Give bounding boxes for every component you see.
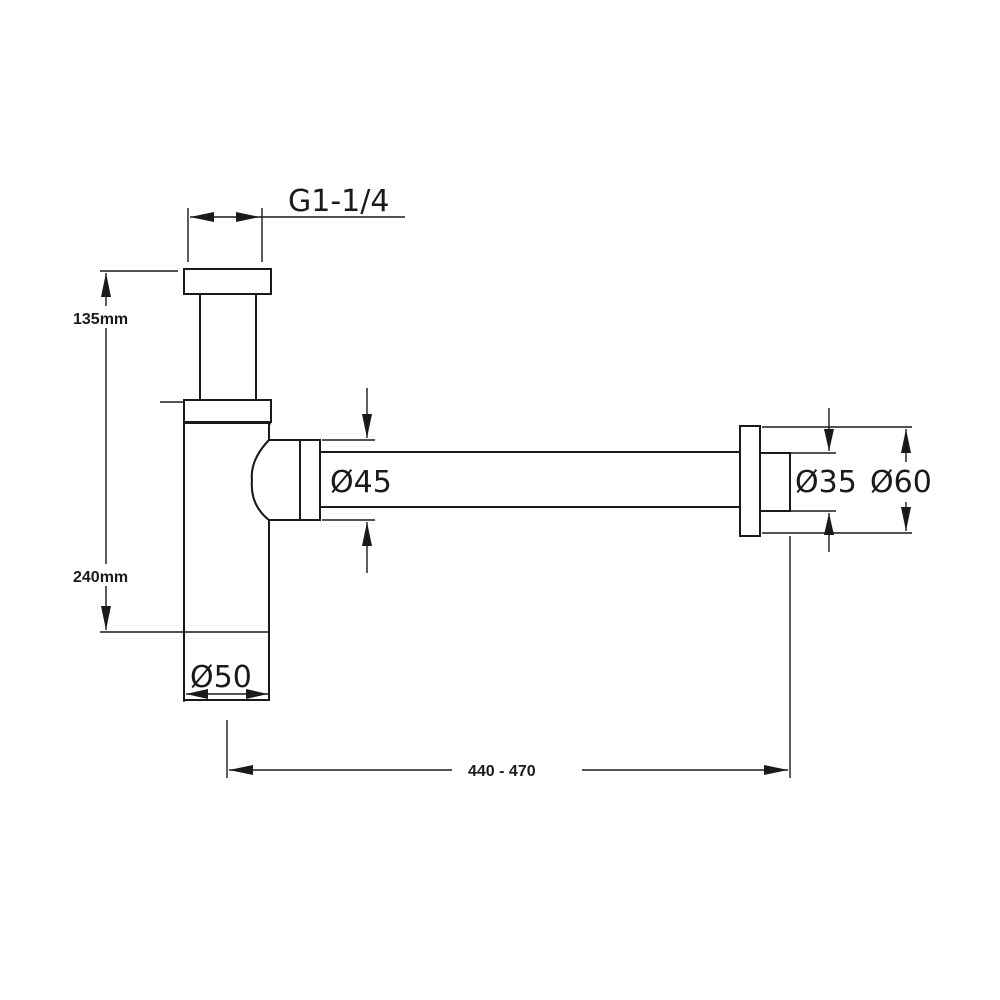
pipe-dia-arrow-top [362, 414, 372, 438]
height-arrow-bottom [101, 606, 111, 630]
outlet-sleeve [759, 452, 791, 512]
body-collar [183, 399, 272, 423]
horizontal-pipe [319, 451, 741, 508]
length-dimension: 440 - 470 [226, 536, 791, 780]
outlet-label-bg [793, 462, 939, 502]
wall-flange [739, 425, 761, 537]
pipe-diameter-dimension: Ø45 [322, 388, 392, 573]
outlet60-arrow-bottom [901, 507, 911, 531]
height-dimension: 135mm 240mm [70, 270, 270, 633]
body-dia-arrow-right [246, 689, 268, 699]
body-diameter-dimension: Ø50 [183, 660, 268, 702]
thread-arrow-left [190, 212, 214, 222]
outlet60-arrow-top [901, 429, 911, 453]
inlet-tail-pipe [199, 293, 257, 401]
length-arrow-left [229, 765, 253, 775]
outlet35-arrow-bottom [824, 513, 834, 535]
height-arrow-top [101, 273, 111, 297]
top-inlet-cap [183, 268, 272, 295]
height-bottom-label: 240mm [73, 569, 128, 586]
length-range-label: 440 - 470 [468, 763, 536, 780]
thread-arrow-right [236, 212, 260, 222]
body-dia-arrow-left [186, 689, 208, 699]
height-label-bg-top [70, 306, 150, 328]
height-top-label: 135mm [73, 311, 128, 328]
thread-label: G1-1/4 [288, 184, 389, 219]
outlet35-arrow-top [824, 429, 834, 451]
length-arrow-right [764, 765, 788, 775]
outlet-dome [250, 439, 301, 521]
pipe-dia-arrow-bottom [362, 522, 372, 546]
outlet-diameter-label: Ø35 [795, 465, 857, 500]
thread-dimension: G1-1/4 [187, 184, 405, 262]
body-diameter-label: Ø50 [190, 660, 252, 695]
height-label-bg-bottom [70, 564, 150, 586]
pipe-diameter-label: Ø45 [330, 465, 392, 500]
trap-body-group [160, 268, 791, 701]
outlet-diameter-dimension: Ø35 Ø60 [762, 408, 939, 552]
flange-diameter-label: Ø60 [870, 465, 932, 500]
outlet-nut [299, 439, 321, 521]
